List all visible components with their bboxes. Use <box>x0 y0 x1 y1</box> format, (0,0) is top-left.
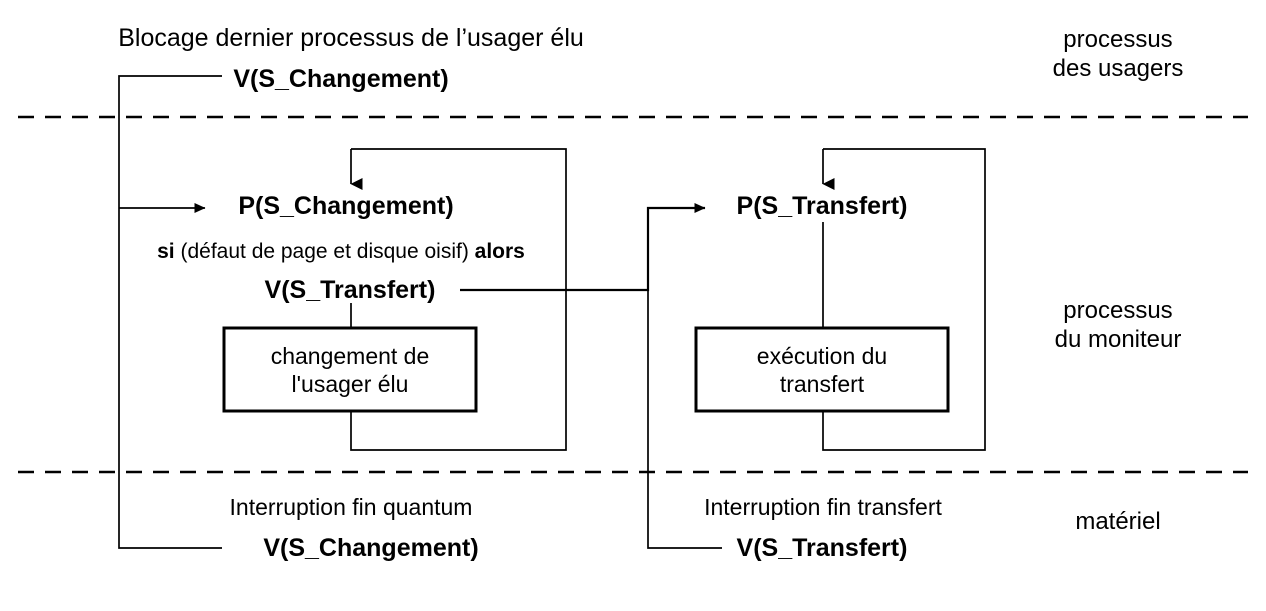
action-box-transfert <box>694 326 950 413</box>
connector-transfert-spine <box>647 290 722 549</box>
condition-suffix: alors <box>474 240 525 263</box>
connector-loop-transfert <box>822 148 986 451</box>
lane-title-moniteur: processus du moniteur <box>1054 297 1182 353</box>
condition-prefix: si <box>157 240 175 263</box>
usager-lane-caption: Blocage dernier processus de l’usager él… <box>118 24 584 52</box>
connector-changement-spine <box>118 75 222 549</box>
condition-body: (défaut de page et disque oisif) <box>174 240 475 263</box>
v-transfert-label: V(S_Transfert) <box>264 276 436 304</box>
materiel-right-caption: Interruption fin transfert <box>704 494 942 520</box>
p-transfert-label: P(S_Transfert) <box>736 192 908 220</box>
lane-title-usagers: processus des usagers <box>1052 26 1184 82</box>
action-box-changement-label: changement de l'usager élu <box>270 342 430 397</box>
action-box-changement <box>222 326 478 413</box>
materiel-left-operation: V(S_Changement) <box>263 534 479 562</box>
action-box-transfert-label: exécution du transfert <box>756 342 888 397</box>
usager-v-changement-label: V(S_Changement) <box>233 65 449 93</box>
materiel-left-caption: Interruption fin quantum <box>229 494 473 520</box>
p-changement-label: P(S_Changement) <box>238 192 454 220</box>
lane-title-materiel: matériel <box>1075 508 1161 535</box>
connector-loop-changement <box>350 148 567 451</box>
connector-vtransfert-to-ptransfert <box>460 203 706 292</box>
condition-si-alors: si (défaut de page et disque oisif) alor… <box>157 240 525 264</box>
materiel-right-operation: V(S_Transfert) <box>736 534 908 562</box>
